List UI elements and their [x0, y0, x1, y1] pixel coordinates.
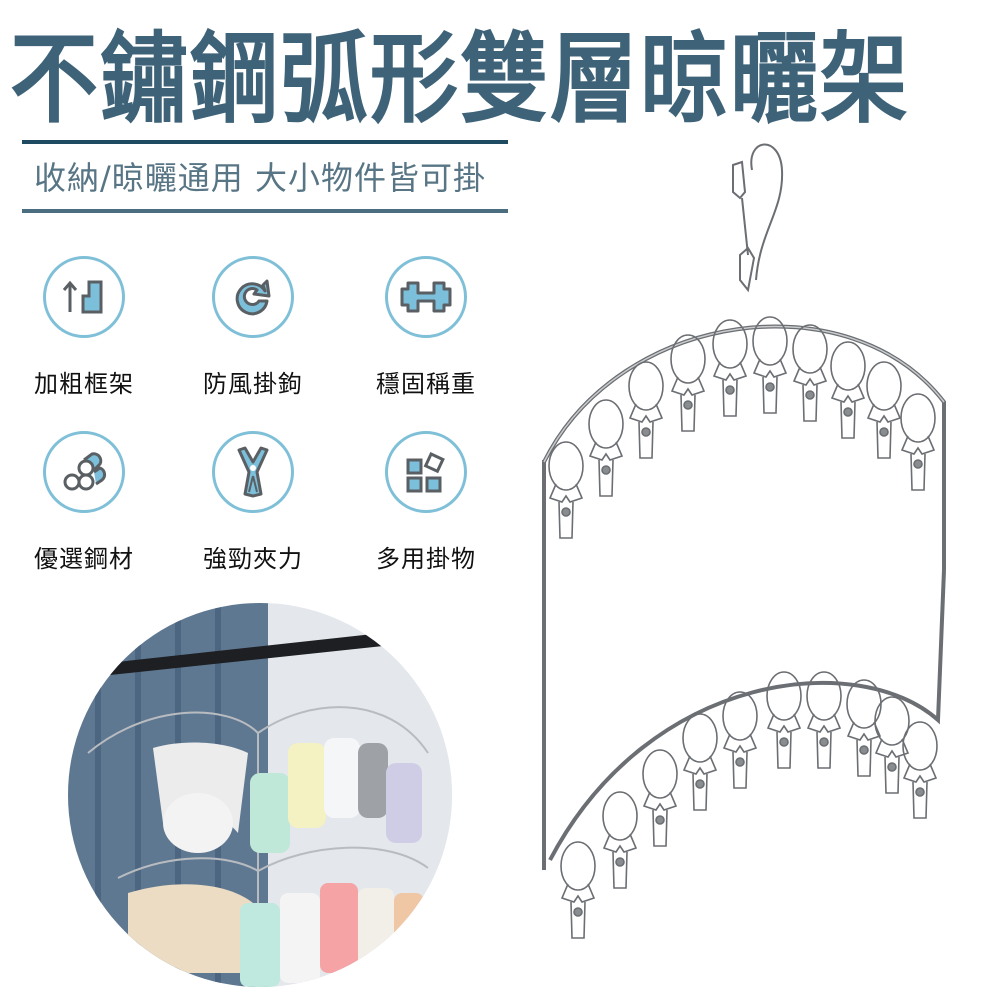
feature-stable-load: 穩固稱重	[366, 256, 486, 399]
feature-windproof-hook: 防風掛鉤	[193, 256, 313, 399]
divider-bottom	[22, 209, 508, 213]
windproof-hook-icon	[212, 256, 294, 338]
feature-label: 強勁夾力	[203, 545, 303, 573]
thickened-frame-icon	[43, 256, 125, 338]
feature-label: 防風掛鉤	[203, 370, 303, 398]
feature-label: 多用掛物	[376, 545, 476, 573]
product-subtitle: 收納/晾曬通用 大小物件皆可掛	[34, 159, 486, 197]
feature-label: 優選鋼材	[34, 545, 134, 573]
feature-label: 加粗框架	[34, 370, 134, 398]
feature-strong-clip: 強勁夾力	[193, 431, 313, 574]
feature-label: 穩固稱重	[376, 370, 476, 398]
product-image-hanger	[530, 130, 960, 1000]
multi-grid-icon	[385, 431, 467, 513]
clothespin-icon	[212, 431, 294, 513]
steel-pipes-icon	[43, 431, 125, 513]
feature-thickened-frame: 加粗框架	[24, 256, 144, 399]
feature-multi-purpose: 多用掛物	[366, 431, 486, 574]
divider-top	[22, 140, 508, 144]
product-title: 不鏽鋼弧形雙層晾曬架	[10, 21, 911, 137]
swivel-hook	[732, 143, 784, 293]
feature-quality-steel: 優選鋼材	[24, 431, 144, 574]
lifestyle-photo	[68, 603, 452, 987]
dumbbell-icon	[385, 256, 467, 338]
